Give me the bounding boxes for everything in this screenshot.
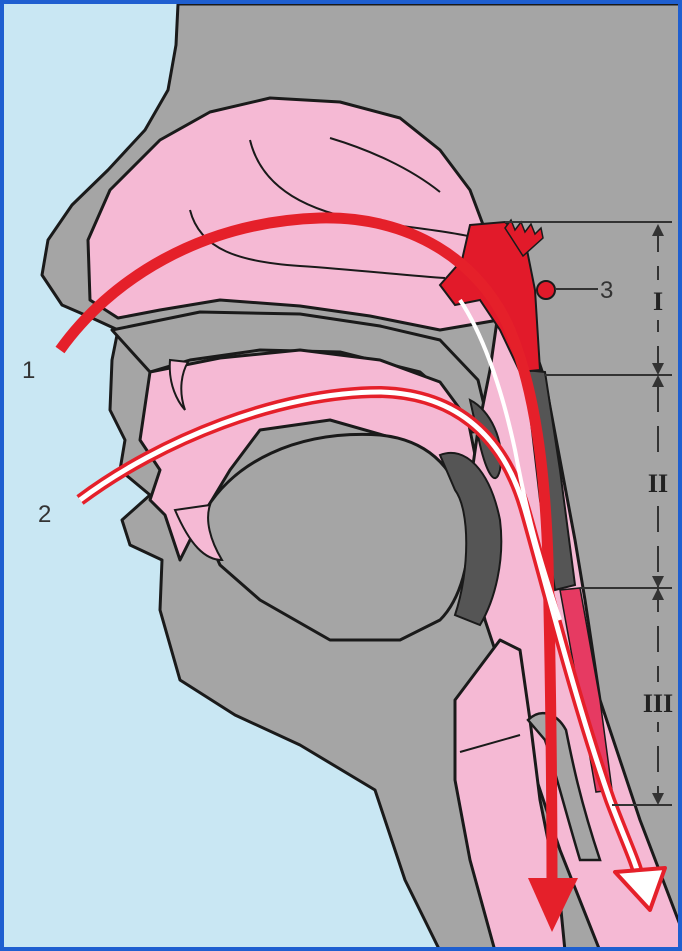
pharynx-diagram: I II III 3 1 2 bbox=[4, 4, 678, 947]
segment-label-i: I bbox=[653, 287, 663, 316]
illustration-frame: I II III 3 1 2 bbox=[4, 4, 678, 947]
segment-label-iii: III bbox=[643, 689, 673, 718]
tubal-tonsil bbox=[537, 281, 555, 299]
label-adenoid: 3 bbox=[600, 277, 613, 304]
label-nasal-airway: 1 bbox=[22, 357, 35, 384]
segment-label-ii: II bbox=[648, 469, 668, 498]
label-oral-airway: 2 bbox=[38, 501, 51, 528]
